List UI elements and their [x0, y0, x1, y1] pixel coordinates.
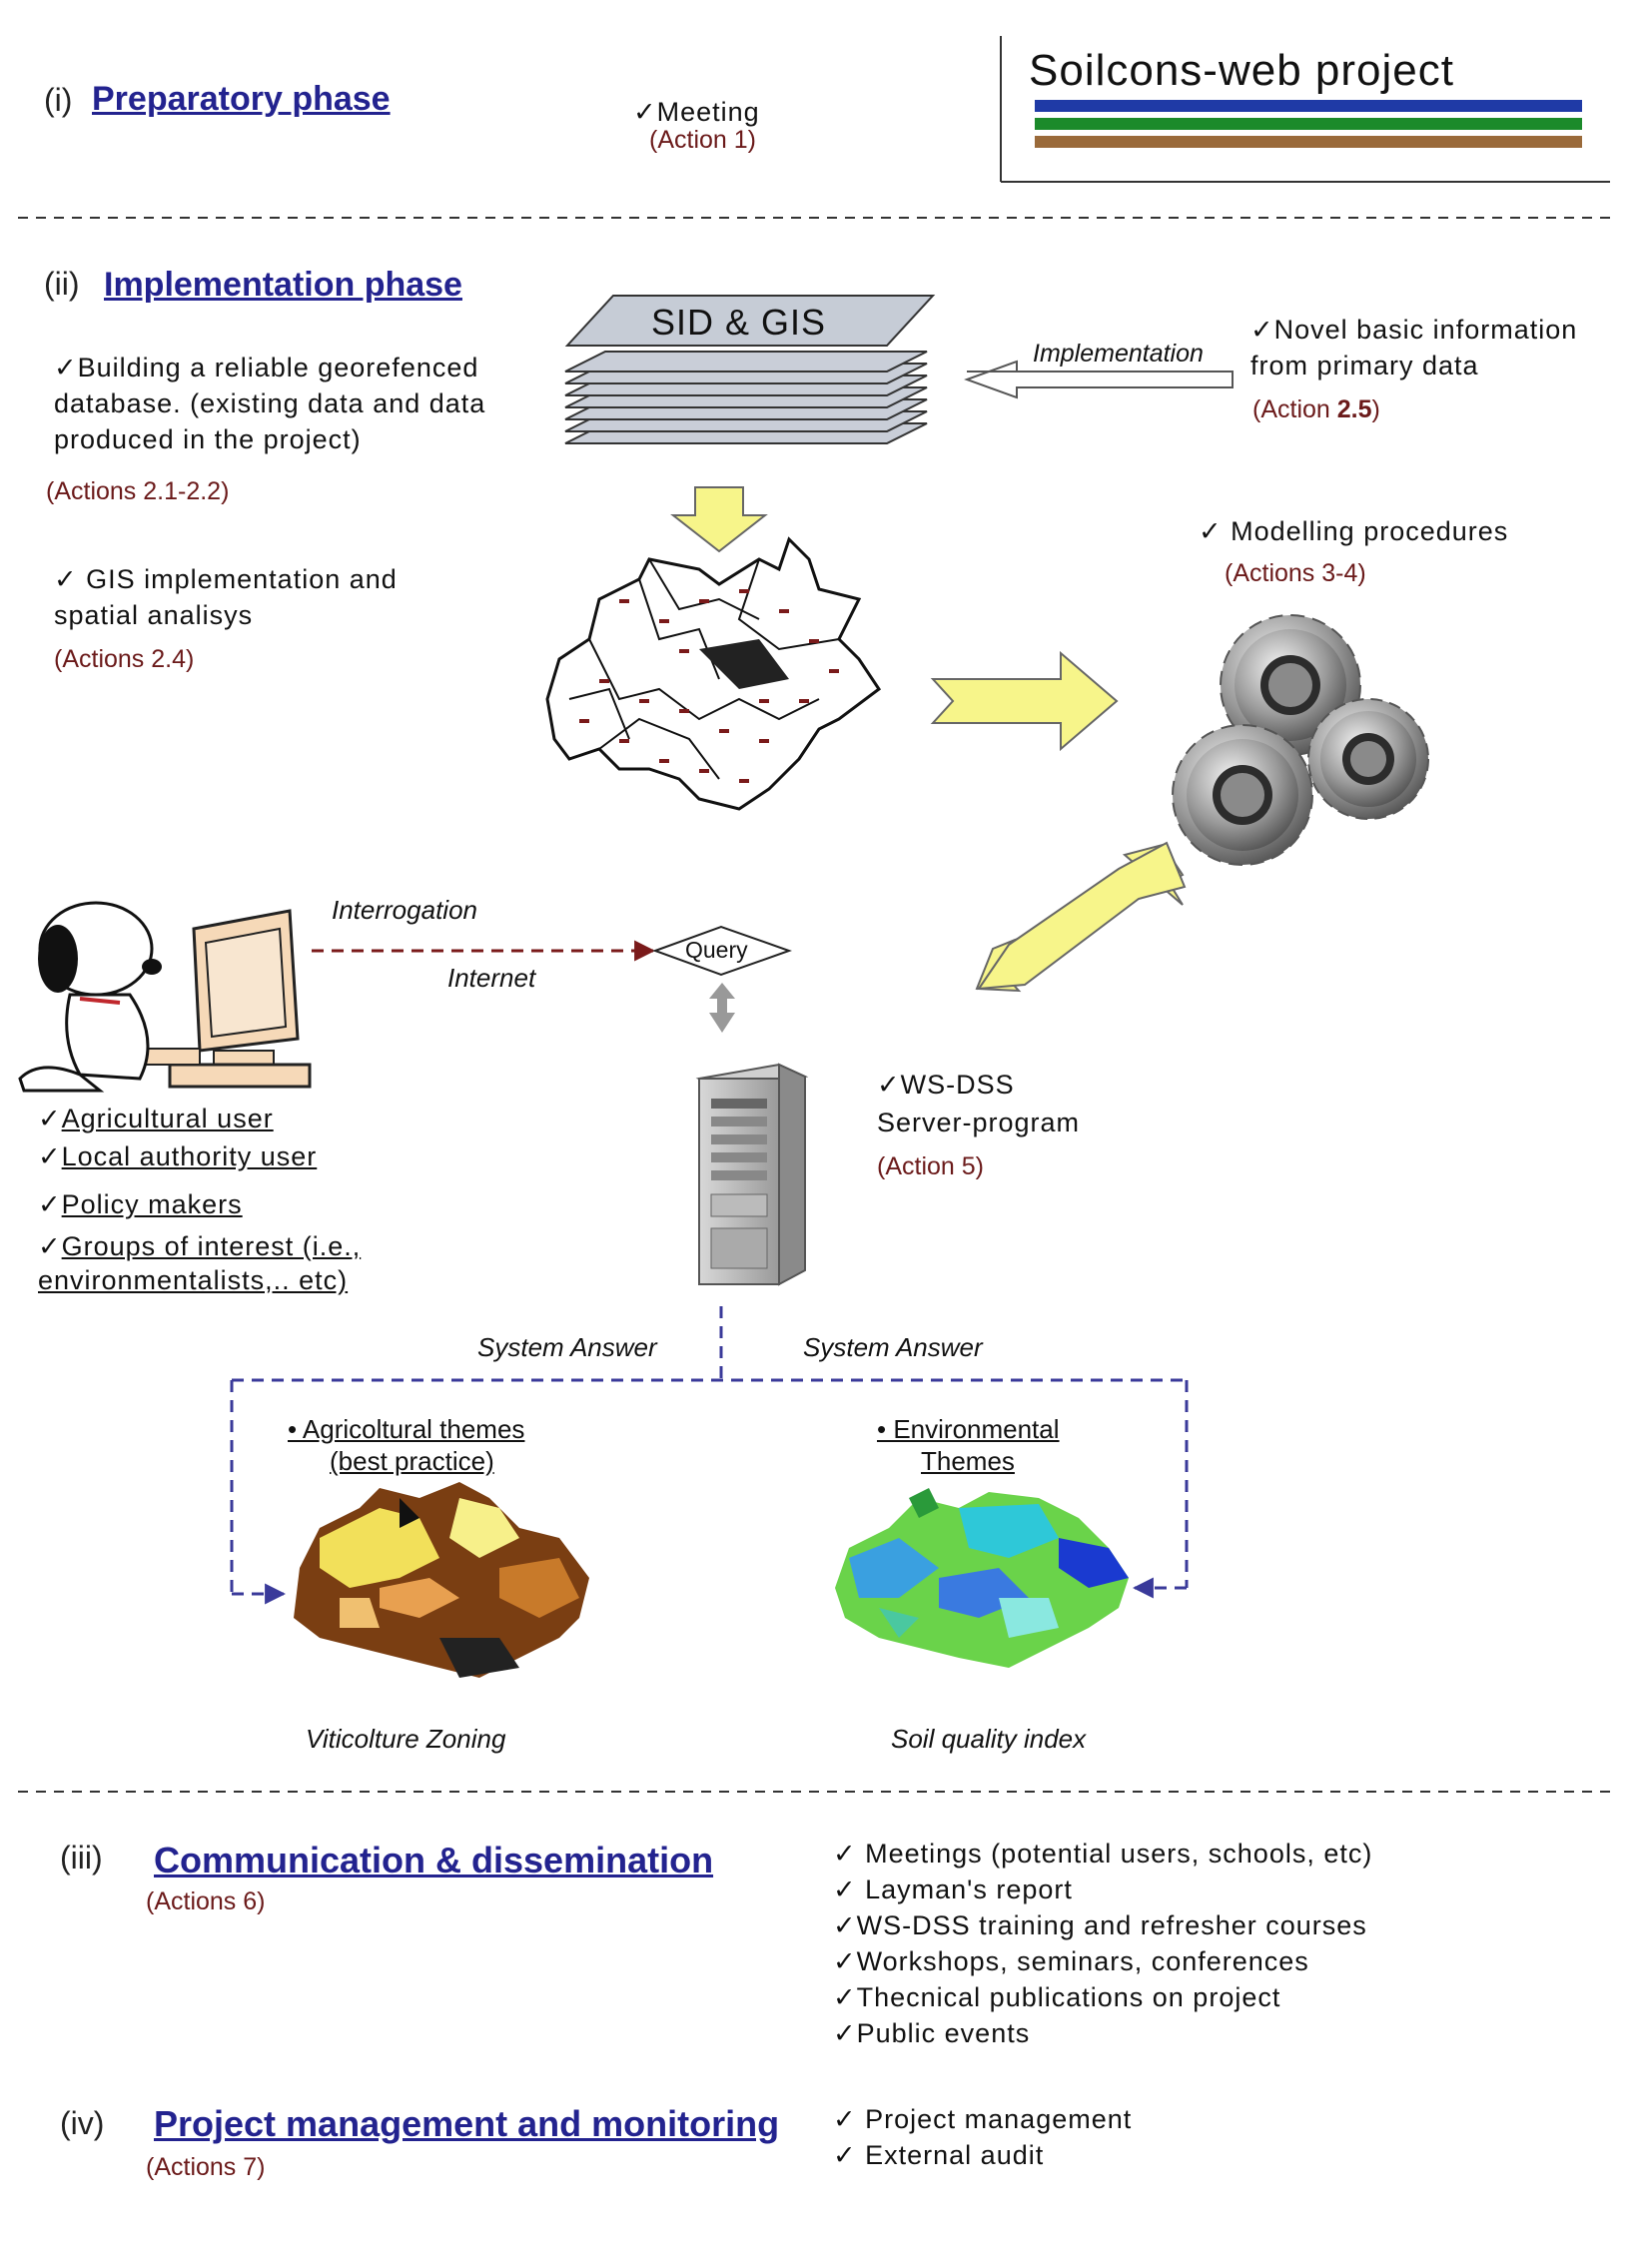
modelling-action: (Actions 3-4): [1225, 559, 1366, 587]
phase1-item: ✓Meeting: [633, 97, 760, 127]
novel-info-action: (Action 2.5): [1252, 395, 1380, 423]
phase3-title[interactable]: Communication & dissemination: [154, 1840, 714, 1880]
interrogation-label: Interrogation: [332, 895, 477, 925]
agri-theme-line1: • Agricoltural themes: [288, 1414, 525, 1444]
phase4-item-2: ✓ External audit: [833, 2140, 1045, 2170]
database-text-line3: produced in the project): [54, 424, 362, 454]
phase3-action: (Actions 6): [146, 1887, 266, 1915]
viticulture-zoning-map: [294, 1482, 589, 1678]
double-arrow: [709, 983, 735, 1033]
env-theme-line2: Themes: [921, 1446, 1015, 1476]
gis-action: (Actions 2.4): [54, 645, 195, 673]
yellow-right-arrow: [930, 650, 1119, 752]
phase4-title[interactable]: Project management and monitoring: [154, 2103, 780, 2144]
modelling-text: ✓ Modelling procedures: [1199, 516, 1509, 546]
system-answer-right: System Answer: [803, 1332, 983, 1362]
wsdss-line2: Server-program: [877, 1108, 1081, 1137]
brand-lines: [1035, 100, 1582, 148]
gis-text-line2: spatial analisys: [54, 600, 254, 630]
gears-icon: [1172, 614, 1429, 866]
internet-label: Internet: [447, 963, 536, 993]
soil-quality-index-map: [835, 1488, 1129, 1668]
phase3-item-5: ✓Thecnical publications on project: [833, 1982, 1281, 2012]
phase1-roman: (i): [44, 82, 73, 118]
novel-info-line2: from primary data: [1250, 351, 1479, 380]
gis-text-line1: ✓ GIS implementation and: [54, 564, 398, 594]
phase3-item-1: ✓ Meetings (potential users, schools, et…: [833, 1839, 1373, 1869]
implementation-arrow: [964, 360, 1234, 399]
phase3-roman: (iii): [60, 1840, 103, 1875]
user-groups-of-interest: ✓Groups of interest (i.e.,: [38, 1231, 362, 1261]
system-answer-left: System Answer: [477, 1332, 657, 1362]
query-label: Query: [685, 937, 748, 963]
user-policy-makers: ✓Policy makers: [38, 1189, 243, 1219]
phase3-item-4: ✓Workshops, seminars, conferences: [833, 1946, 1309, 1976]
header-frame: [1000, 36, 1610, 183]
env-map-caption: Soil quality index: [891, 1724, 1087, 1754]
implementation-label: Implementation: [1033, 340, 1204, 368]
phase4-action: (Actions 7): [146, 2153, 266, 2181]
phase3-item-2: ✓ Layman's report: [833, 1874, 1073, 1904]
phase1-action: (Action 1): [649, 126, 756, 154]
phase1-title[interactable]: Preparatory phase: [92, 80, 391, 118]
agri-map-caption: Viticolture Zoning: [306, 1724, 506, 1754]
user-agricultural: ✓Agricultural user: [38, 1104, 274, 1133]
env-theme-line1: • Environmental: [877, 1414, 1060, 1444]
wsdss-action: (Action 5): [877, 1152, 984, 1180]
agri-theme-line2: (best practice): [330, 1446, 494, 1476]
user-groups-of-interest-cont: environmentalists,.. etc): [38, 1265, 349, 1295]
database-text-line1: ✓Building a reliable georefenced: [54, 353, 479, 382]
system-answer-lines: [230, 1306, 1189, 1605]
gis-vector-map: [545, 536, 882, 811]
phase2-title[interactable]: Implementation phase: [104, 266, 462, 304]
wsdss-line1: ✓WS-DSS: [877, 1070, 1015, 1100]
phase3-item-3: ✓WS-DSS training and refresher courses: [833, 1910, 1367, 1940]
computer-user-illustration: [18, 901, 312, 1093]
database-text-line2: database. (existing data and data: [54, 388, 486, 418]
yellow-down-arrow: [670, 486, 768, 553]
phase4-roman: (iv): [60, 2105, 105, 2141]
phase3-item-6: ✓Public events: [833, 2018, 1031, 2048]
user-local-authority: ✓Local authority user: [38, 1141, 318, 1171]
sid-gis-layer-stack: [564, 295, 936, 444]
novel-info-line1: ✓Novel basic information: [1250, 315, 1578, 345]
sid-gis-label: SID & GIS: [651, 302, 827, 343]
query-diamond: [652, 925, 793, 977]
database-action: (Actions 2.1-2.2): [46, 477, 230, 505]
phase4-item-1: ✓ Project management: [833, 2104, 1133, 2134]
project-title: Soilcons-web project: [1029, 46, 1454, 95]
server-icon: [695, 1063, 809, 1286]
phase2-roman: (ii): [44, 266, 80, 302]
